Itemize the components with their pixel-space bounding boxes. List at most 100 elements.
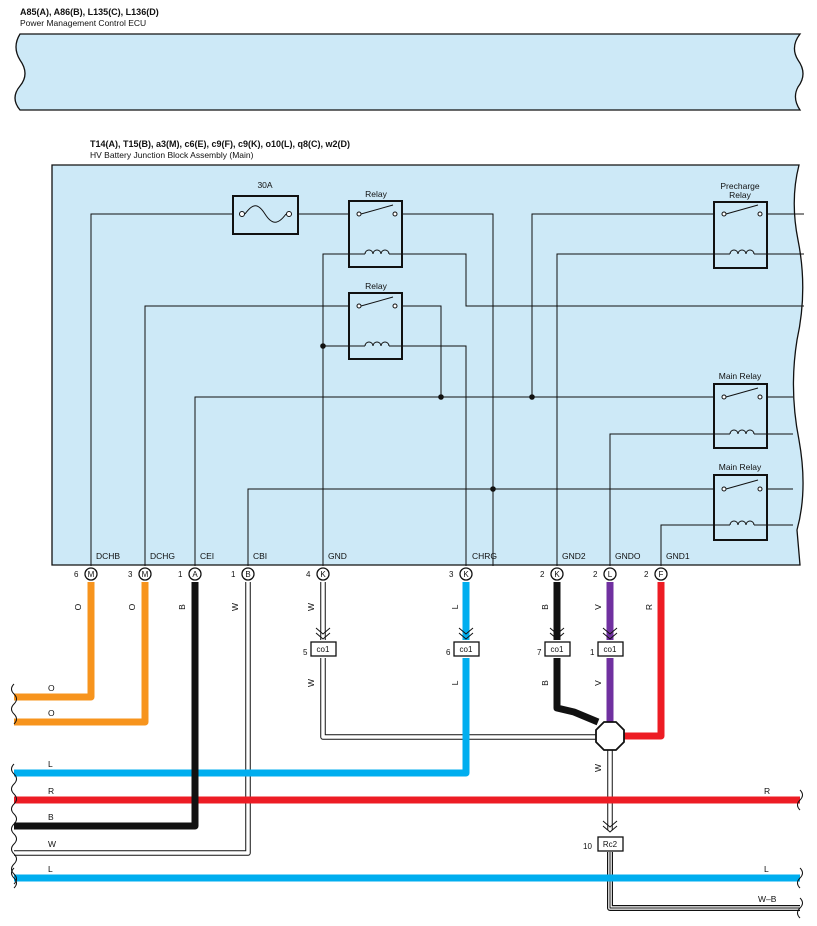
wire-label-gnd-lower: W <box>306 679 316 687</box>
connector-co1-7: 7 co1 <box>537 627 571 657</box>
wire-cei-black <box>14 582 199 830</box>
relay-2-label: Relay <box>365 281 387 291</box>
wire-dchb-orange <box>14 582 95 701</box>
connector-pin: 6 <box>446 648 451 657</box>
pin-number: 3 <box>449 570 454 579</box>
wire-label-gnd2: B <box>540 604 550 610</box>
wire-label-gnd1: R <box>644 604 654 610</box>
internal-wiring <box>90 213 804 566</box>
precharge-relay-label-2: Relay <box>729 190 751 200</box>
wire-wb <box>607 852 800 911</box>
connector-rc2-10: 10 Rc2 <box>583 820 624 852</box>
harness-label-l1: L <box>48 759 53 769</box>
wire-label-gndo-lower: V <box>593 680 603 686</box>
harness-label-l2-left: L <box>48 864 53 874</box>
ecu-box <box>14 33 804 111</box>
connector-name: co1 <box>460 645 473 654</box>
wire-label-cbi: W <box>230 603 240 611</box>
pin-number: 1 <box>178 570 183 579</box>
connector-co1-5: 5 co1 <box>303 627 337 657</box>
terminal-gnd1: 2 F <box>644 567 668 581</box>
pin-number: 4 <box>306 570 311 579</box>
wire-gnd-white <box>320 582 598 740</box>
terminal-dchg: 3 M <box>128 567 152 581</box>
wire-label-gndo: V <box>593 604 603 610</box>
pin-number: 6 <box>74 570 79 579</box>
harness-label-r-left: R <box>48 786 54 796</box>
harness-label-o1: O <box>48 683 55 693</box>
harness-label-l2-right: L <box>764 864 769 874</box>
wire-label-dchb: O <box>73 603 83 610</box>
harness-label-w1: W <box>48 839 56 849</box>
connector-pin: 1 <box>590 648 595 657</box>
wire-chrg-blue <box>14 582 470 777</box>
connector-letter: M <box>88 570 95 579</box>
connector-letter: K <box>320 570 326 579</box>
pin-number: 2 <box>540 570 545 579</box>
wire-color-labels: O O B W W L B V R W L B V W <box>73 603 654 772</box>
ecu-name: Power Management Control ECU <box>20 18 146 28</box>
harness-label-o2: O <box>48 708 55 718</box>
connector-co1-6: 6 co1 <box>446 627 480 657</box>
terminal-dchb: 6 M <box>74 567 98 581</box>
wire-label-cei: B <box>177 604 187 610</box>
terminal-label-cbi: CBI <box>253 551 267 561</box>
terminal-cei: 1 A <box>178 567 202 581</box>
terminal-label-gnd1: GND1 <box>666 551 690 561</box>
fuse-label: 30A <box>257 180 272 190</box>
main-relay-2: Main Relay <box>713 462 768 541</box>
wire-label-chrg-lower: L <box>450 680 460 685</box>
connector-name: co1 <box>317 645 330 654</box>
connector-letter: A <box>192 570 198 579</box>
junction-block-box <box>51 164 804 566</box>
connector-letter: B <box>245 570 250 579</box>
wire-label-dchg: O <box>127 603 137 610</box>
block-name: HV Battery Junction Block Assembly (Main… <box>90 150 254 160</box>
pin-number: 2 <box>644 570 649 579</box>
connector-pin: 5 <box>303 648 308 657</box>
wire-dchg-orange <box>14 582 149 726</box>
connector-name: Rc2 <box>603 840 618 849</box>
connector-pin: 10 <box>583 842 592 851</box>
wire-label-rc2-up: W <box>593 764 603 772</box>
main-relay-1: Main Relay <box>713 371 768 449</box>
terminal-label-gndo: GNDO <box>615 551 641 561</box>
wire-cbi-white <box>14 582 251 856</box>
precharge-relay: Precharge Relay <box>713 181 768 269</box>
terminal-label-gnd2: GND2 <box>562 551 586 561</box>
ecu-connector-codes: A85(A), A86(B), L135(C), L136(D) <box>20 7 159 17</box>
wire-gnd1-red <box>622 582 665 740</box>
terminal-label-cei: CEI <box>200 551 214 561</box>
junction-dot <box>529 394 535 400</box>
junction-dot <box>438 394 444 400</box>
junction-dot <box>320 343 326 349</box>
harness-label-wb: W–B <box>758 894 777 904</box>
wire-label-gnd: W <box>306 603 316 611</box>
harness-labels: O O L R R B W L L W–B <box>48 683 777 904</box>
terminal-label-gnd: GND <box>328 551 347 561</box>
junction-dot <box>490 486 496 492</box>
terminal-gnd: 4 K <box>306 567 330 581</box>
connector-letter: M <box>142 570 149 579</box>
wire-label-gnd2-lower: B <box>540 680 550 686</box>
precharge-relay-label-1: Precharge <box>720 181 759 191</box>
fuse-30a: 30A <box>232 180 299 235</box>
terminal-label-chrg: CHRG <box>472 551 497 561</box>
terminal-gnd2: 2 K <box>540 567 564 581</box>
terminal-chrg: 3 K <box>449 567 473 581</box>
terminal-label-dchg: DCHG <box>150 551 175 561</box>
block-connector-codes: T14(A), T15(B), a3(M), c6(E), c9(F), c9(… <box>90 139 350 149</box>
terminal-label-dchb: DCHB <box>96 551 120 561</box>
harness-label-b1: B <box>48 812 54 822</box>
connector-letter: F <box>659 570 664 579</box>
pin-number: 3 <box>128 570 133 579</box>
relay-1: Relay <box>348 189 403 268</box>
connector-pin: 7 <box>537 648 542 657</box>
pin-number: 2 <box>593 570 598 579</box>
connector-letter: K <box>554 570 560 579</box>
terminal-cbi: 1 B <box>231 567 255 581</box>
relay-2: Relay <box>348 281 403 360</box>
connector-name: co1 <box>551 645 564 654</box>
main-relay-1-label: Main Relay <box>719 371 762 381</box>
